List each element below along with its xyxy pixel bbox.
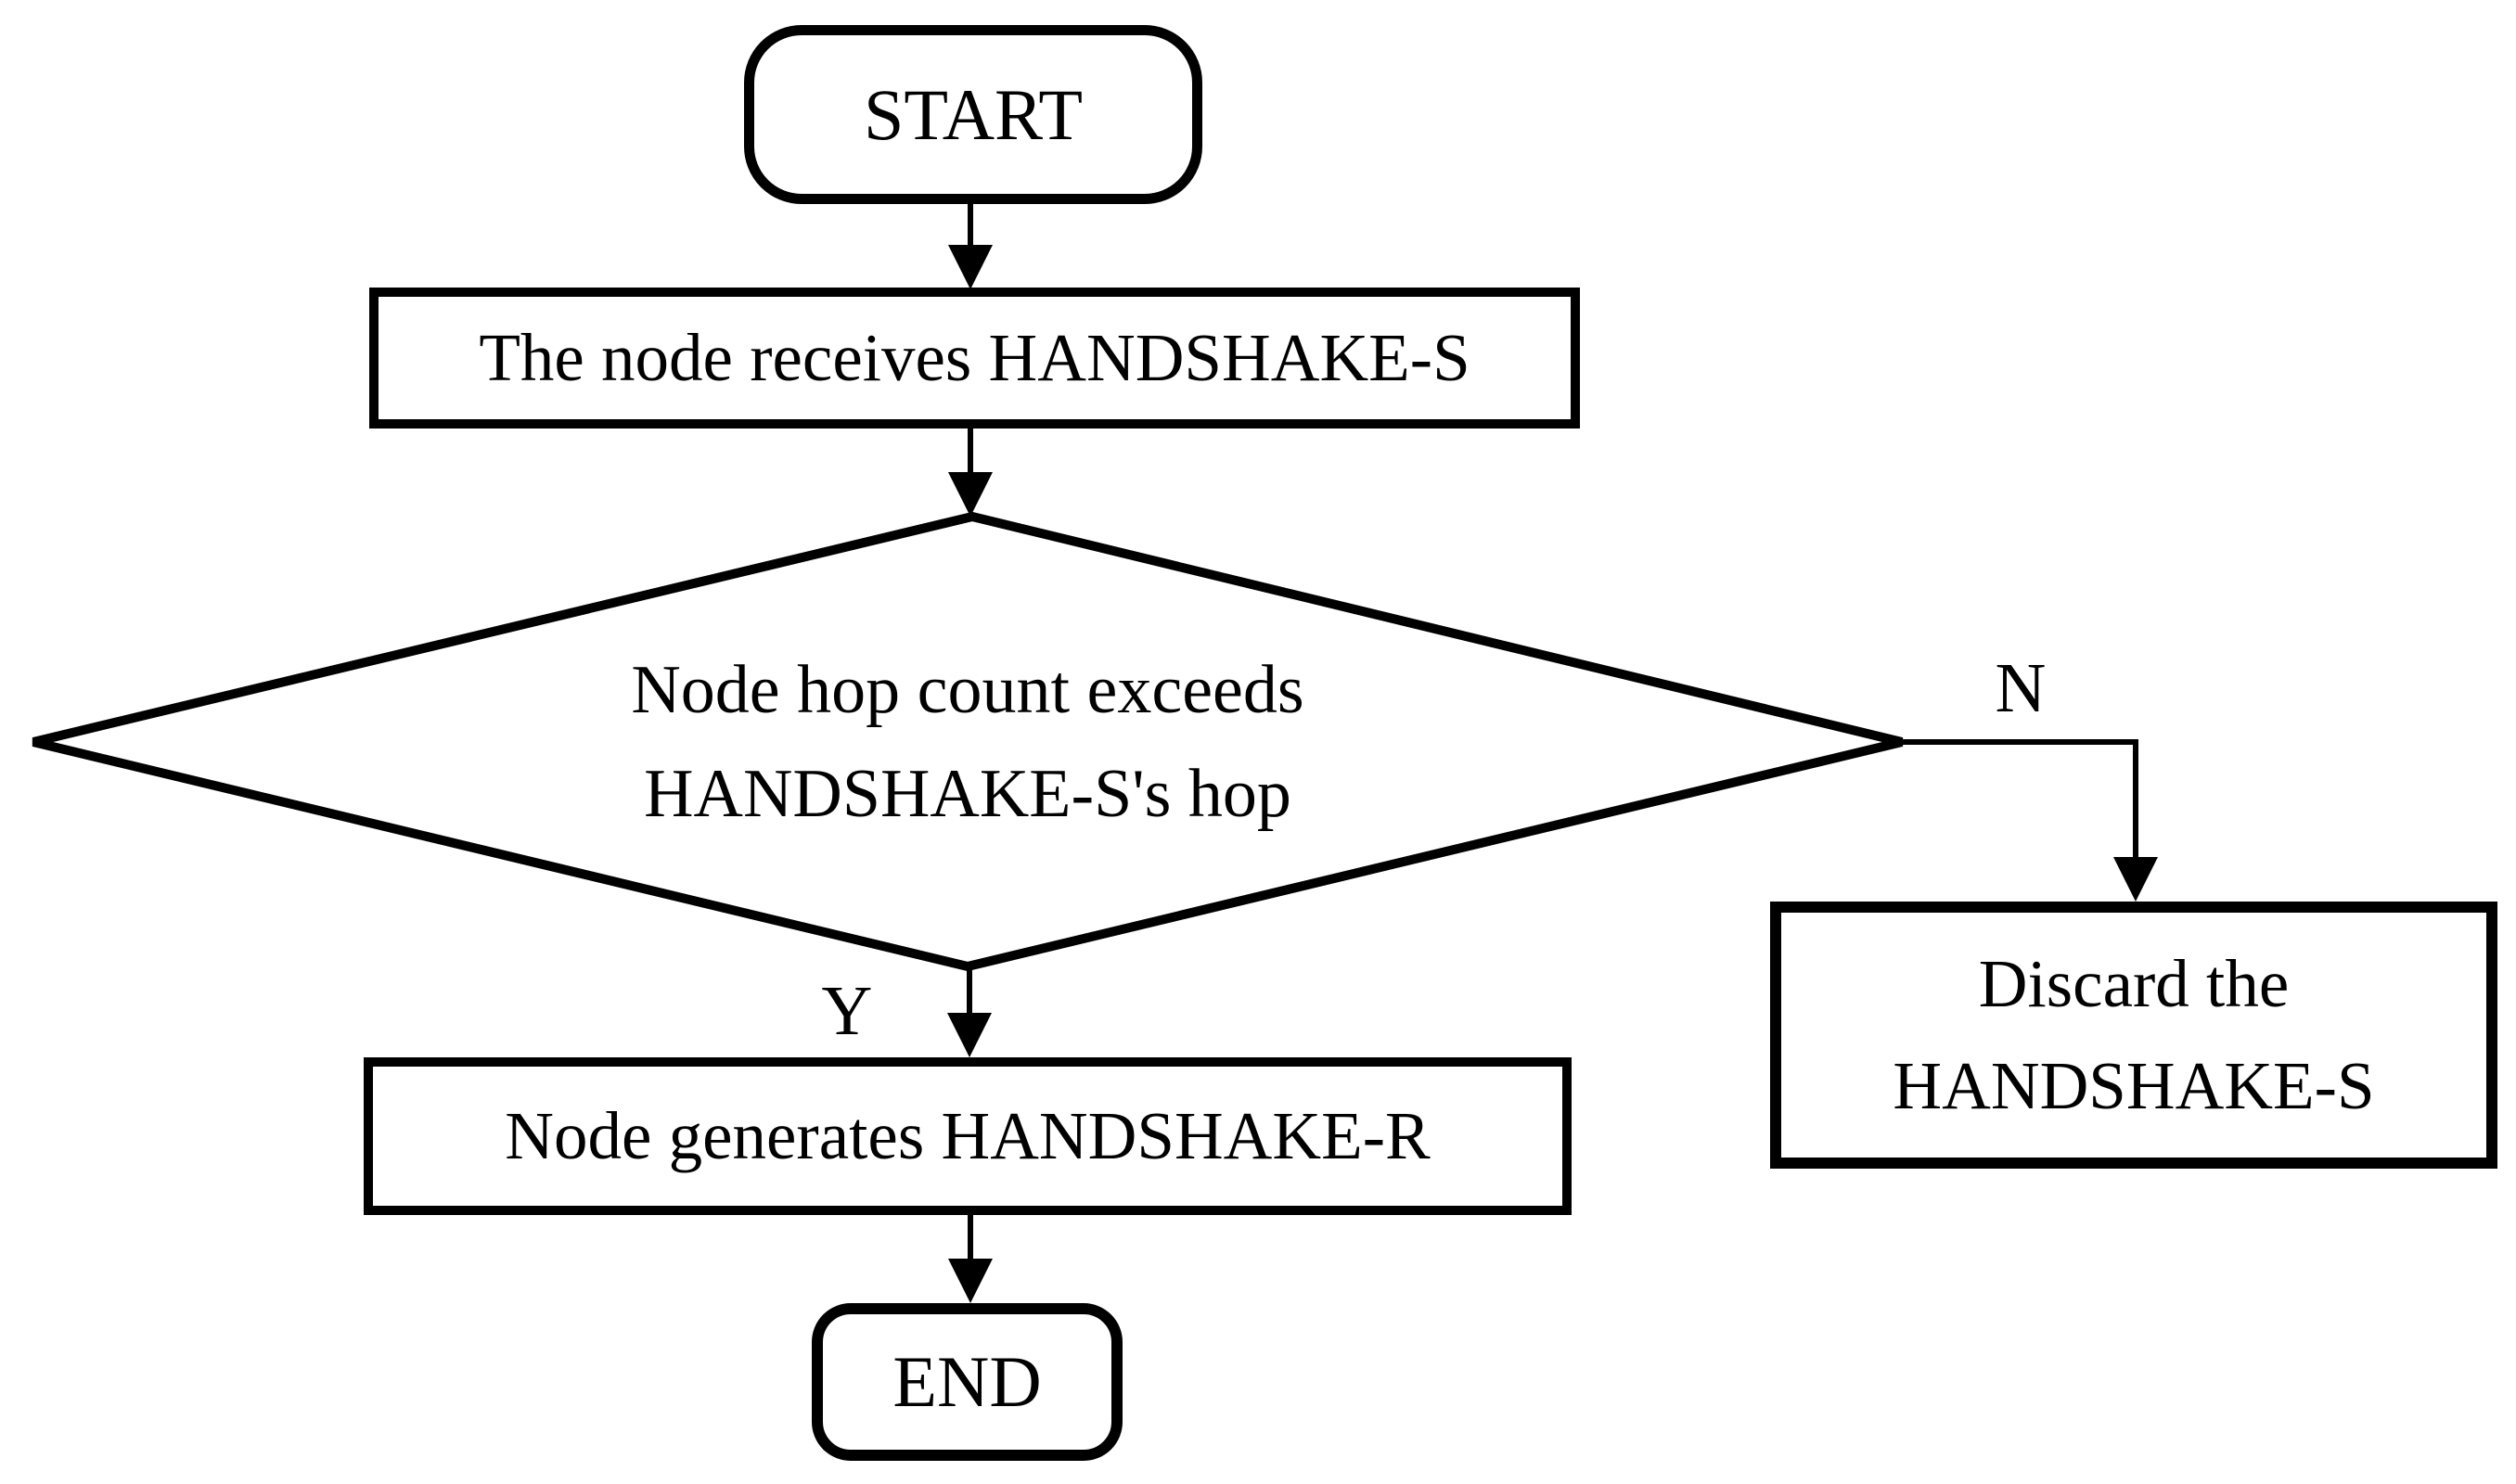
generate-handshake-label: Node generates HANDSHAKE-R (505, 1098, 1431, 1173)
receive-handshake-process: The node receives HANDSHAKE-S (369, 288, 1580, 429)
discard-handshake-process: Discard the HANDSHAKE-S (1770, 902, 2497, 1169)
arrowhead-generate-to-end-icon (948, 1259, 993, 1303)
start-terminator: START (744, 25, 1202, 204)
discard-line2: HANDSHAKE-S (1893, 1048, 2375, 1123)
start-label: START (863, 73, 1084, 155)
arrowhead-decision-to-discard-icon (2113, 857, 2158, 902)
arrowhead-receive-to-decision-icon (948, 472, 993, 517)
no-edge-label: N (1995, 648, 2047, 727)
decision-line1: Node hop count exceeds (631, 651, 1304, 728)
generate-handshake-process: Node generates HANDSHAKE-R (364, 1057, 1572, 1215)
arrowhead-decision-to-generate-icon (947, 1013, 992, 1057)
receive-handshake-label: The node receives HANDSHAKE-S (479, 320, 1470, 395)
decision-line2: HANDSHAKE-S's hop (644, 755, 1291, 832)
end-label: END (892, 1341, 1042, 1422)
hop-count-decision: Node hop count exceeds HANDSHAKE-S's hop (33, 517, 1902, 966)
arrowhead-start-to-receive-icon (948, 245, 993, 289)
yes-edge-label: Y (821, 971, 873, 1050)
discard-line1: Discard the (1978, 946, 2290, 1021)
end-terminator: END (812, 1303, 1123, 1461)
edge-decision-to-discard (1902, 739, 2138, 863)
